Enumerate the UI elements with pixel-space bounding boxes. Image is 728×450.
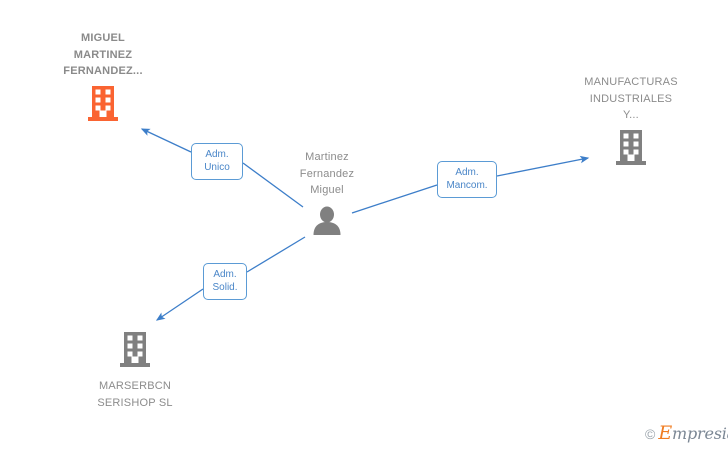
node-label: MIGUEL MARTINEZ FERNANDEZ...: [63, 32, 143, 77]
node-label: Martinez Fernandez Miguel: [299, 151, 355, 196]
node-company-manufacturas-industriales[interactable]: MANUFACTURAS INDUSTRIALES Y...: [566, 74, 696, 171]
node-label: MANUFACTURAS INDUSTRIALES Y...: [584, 76, 678, 121]
node-company-marserbcn-serishop[interactable]: MARSERBCN SERISHOP SL: [70, 330, 200, 411]
edge-label-adm-mancom[interactable]: Adm. Mancom.: [437, 161, 497, 198]
edge-label-adm-solid[interactable]: Adm. Solid.: [203, 263, 247, 300]
copyright-icon: ©: [645, 425, 656, 442]
building-icon: [614, 128, 648, 171]
edge-label-adm-unico[interactable]: Adm. Unico: [191, 143, 243, 180]
edge-adm-unico: [140, 128, 304, 208]
brand-name: Empresia: [658, 424, 728, 443]
brand-rest: mpresia: [672, 424, 728, 443]
edge-adm-solid: [155, 236, 306, 321]
node-person-martinez-fernandez-miguel[interactable]: Martinez Fernandez Miguel: [272, 149, 382, 241]
person-icon: [310, 206, 344, 241]
watermark: © Empresia: [645, 424, 728, 443]
building-icon: [86, 84, 120, 127]
building-icon: [118, 330, 152, 373]
node-company-miguel-martinez-fernandez[interactable]: MIGUEL MARTINEZ FERNANDEZ...: [38, 30, 168, 127]
brand-initial: E: [658, 422, 672, 444]
edge-adm-mancom: [351, 155, 590, 214]
node-label: MARSERBCN SERISHOP SL: [97, 380, 173, 409]
